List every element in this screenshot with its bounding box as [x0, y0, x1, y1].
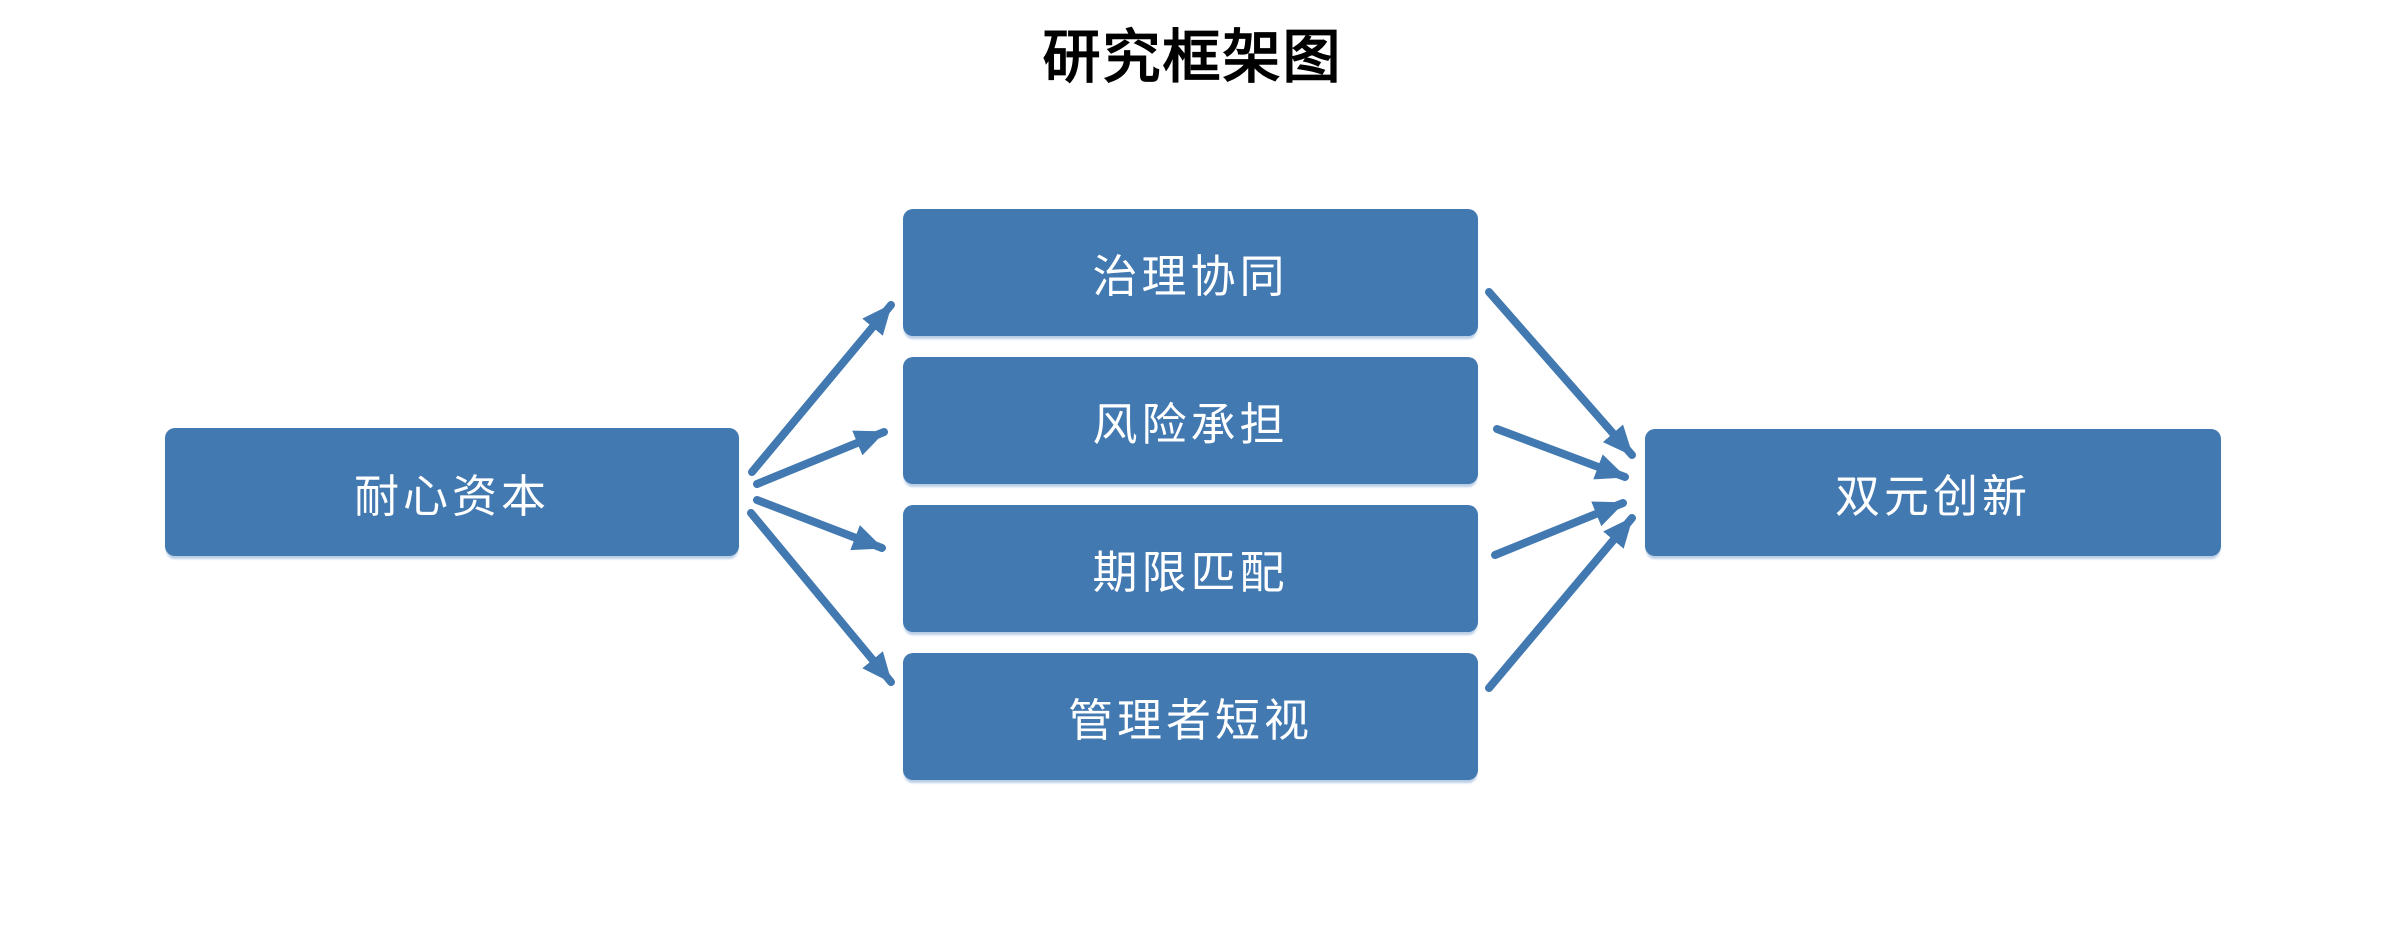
arrow-patient-capital-to-managerial-myopia — [747, 509, 895, 686]
diagram-title: 研究框架图 — [1042, 25, 1343, 90]
arrow-governance-synergy-to-dual-innovation — [1485, 288, 1636, 459]
node-patient-capital-label: 耐心资本 — [353, 470, 550, 522]
arrow-patient-capital-to-governance-synergy — [748, 301, 895, 476]
node-risk-taking-label: 风险承担 — [1092, 399, 1289, 450]
arrow-patient-capital-to-maturity-matching — [753, 496, 886, 552]
node-maturity-matching: 期限匹配 — [903, 505, 1478, 632]
node-governance-synergy: 治理协同 — [903, 209, 1478, 336]
node-maturity-matching-label: 期限匹配 — [1092, 547, 1289, 598]
node-governance-synergy-label: 治理协同 — [1092, 251, 1289, 302]
arrow-maturity-matching-to-dual-innovation — [1491, 499, 1627, 559]
node-patient-capital: 耐心资本 — [165, 428, 739, 556]
node-dual-innovation: 双元创新 — [1645, 429, 2221, 556]
arrow-managerial-myopia-to-dual-innovation — [1485, 514, 1636, 692]
arrow-risk-taking-to-dual-innovation — [1493, 425, 1629, 481]
node-managerial-myopia: 管理者短视 — [903, 653, 1478, 780]
node-managerial-myopia-label: 管理者短视 — [1067, 695, 1313, 746]
node-dual-innovation-label: 双元创新 — [1834, 471, 2031, 522]
node-risk-taking: 风险承担 — [903, 357, 1478, 484]
arrow-patient-capital-to-risk-taking — [753, 428, 888, 488]
